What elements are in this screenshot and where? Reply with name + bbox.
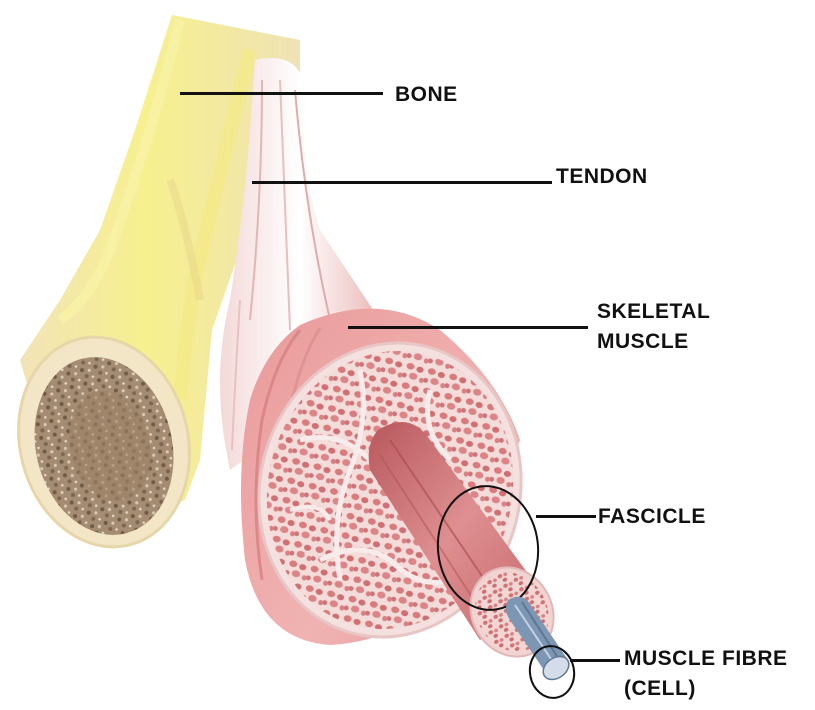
fascicle-leader-line (536, 515, 596, 518)
muscle-fibre-label-line2: (CELL) (624, 675, 696, 702)
muscle-fibre-label-line1: MUSCLE FIBRE (624, 645, 788, 672)
fascicle-label: FASCICLE (598, 503, 706, 530)
skeletal-muscle-label-line1: SKELETAL (597, 298, 710, 325)
bone-label: BONE (395, 81, 458, 108)
muscle-fibre-leader-line (570, 659, 620, 662)
skeletal-muscle-label-line2: MUSCLE (597, 328, 689, 355)
tendon-leader-line (252, 181, 552, 184)
skeletal-muscle-leader-line (348, 326, 588, 329)
bone-leader-line (180, 92, 383, 95)
tendon-label: TENDON (556, 163, 648, 190)
